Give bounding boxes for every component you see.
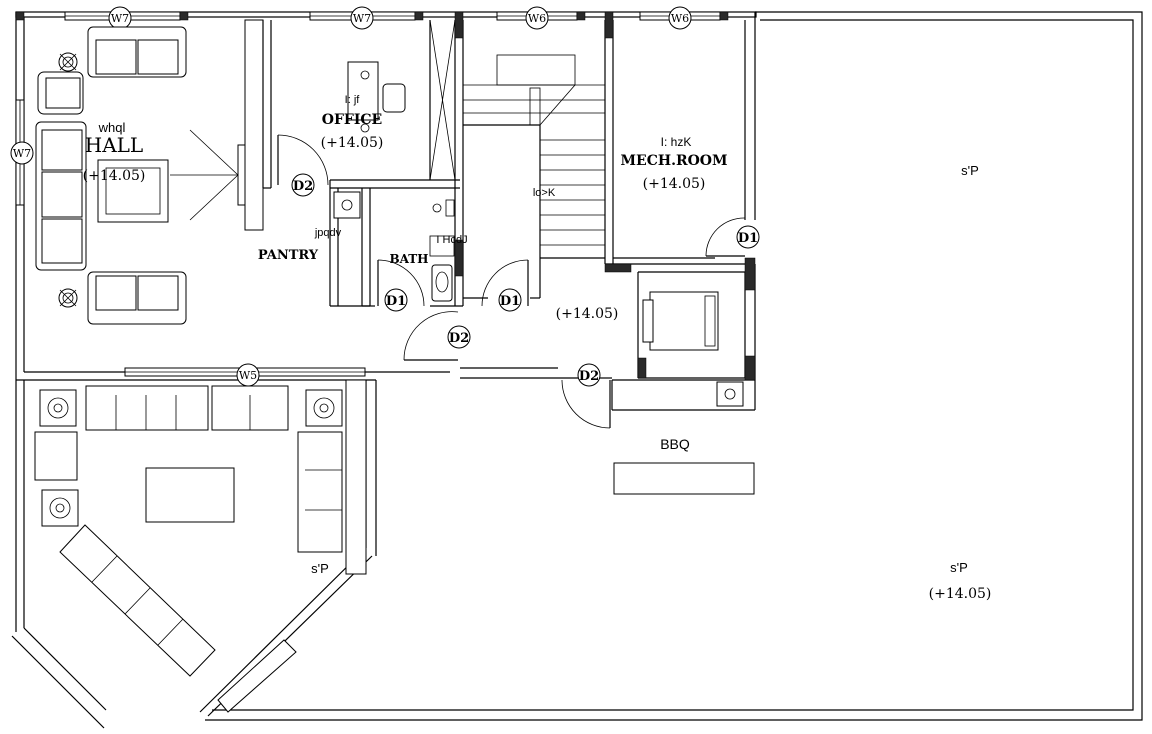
door-tag-bath: D1 xyxy=(386,294,406,309)
window-tag-w6-a: W6 xyxy=(528,12,546,25)
labels: whql HALL (+14.05) I: jf OFFICE (+14.05)… xyxy=(83,94,992,602)
lounge-script-label: s'P xyxy=(311,561,329,576)
door-tag-lobby: D2 xyxy=(449,331,469,346)
door-tags: D2 D1 D1 D2 D1 D2 xyxy=(291,173,760,387)
mech-level: (+14.05) xyxy=(643,176,706,192)
office-script-label: I: jf xyxy=(345,94,361,106)
window-tag-w5: W5 xyxy=(239,369,257,382)
doors xyxy=(277,134,746,429)
bath-label: BATH xyxy=(389,252,428,266)
hall-furniture xyxy=(35,26,246,325)
door-tag-bbq: D2 xyxy=(579,369,599,384)
lobby-level: (+14.05) xyxy=(556,306,619,322)
terrace-right-script-label: s'P xyxy=(950,560,968,575)
window-tag-w7-b: W7 xyxy=(353,12,371,25)
office-level: (+14.05) xyxy=(321,135,384,151)
terrace-right-level: (+14.05) xyxy=(929,586,992,602)
window-tag-w6-b: W6 xyxy=(671,12,689,25)
door-tag-mech: D1 xyxy=(738,231,758,246)
stair-script-label: lo>K xyxy=(533,187,556,199)
door-tag-office: D2 xyxy=(293,179,313,194)
window-tags: W7 W7 W6 W6 W7 W5 xyxy=(10,6,692,387)
door-tag-stair: D1 xyxy=(500,294,520,309)
mech-label: MECH.ROOM xyxy=(621,153,728,169)
bbq-counter xyxy=(613,462,755,495)
columns xyxy=(15,11,756,391)
bath-script-label: I HcdJ xyxy=(436,234,467,246)
mech-furniture xyxy=(642,291,744,407)
office-furniture xyxy=(347,61,406,133)
interior-walls xyxy=(244,12,756,411)
bbq-label: BBQ xyxy=(660,436,690,452)
staircase xyxy=(463,54,605,246)
bath-fixtures xyxy=(333,191,455,302)
lounge-furniture xyxy=(34,379,367,713)
pantry-label: PANTRY xyxy=(258,248,319,263)
office-label: OFFICE xyxy=(322,112,382,128)
terrace-boundary xyxy=(205,11,1143,721)
hall-label: HALL xyxy=(85,133,143,157)
hall-script-label: whql xyxy=(98,120,126,135)
mech-script-label: I: hzK xyxy=(661,135,692,149)
window-tag-w7-a: W7 xyxy=(111,12,129,25)
terrace-top-script-label: s'P xyxy=(961,163,979,178)
pantry-script-label: jpqdv xyxy=(314,227,342,239)
window-tag-w7-c: W7 xyxy=(13,147,31,160)
hall-level: (+14.05) xyxy=(83,168,146,184)
